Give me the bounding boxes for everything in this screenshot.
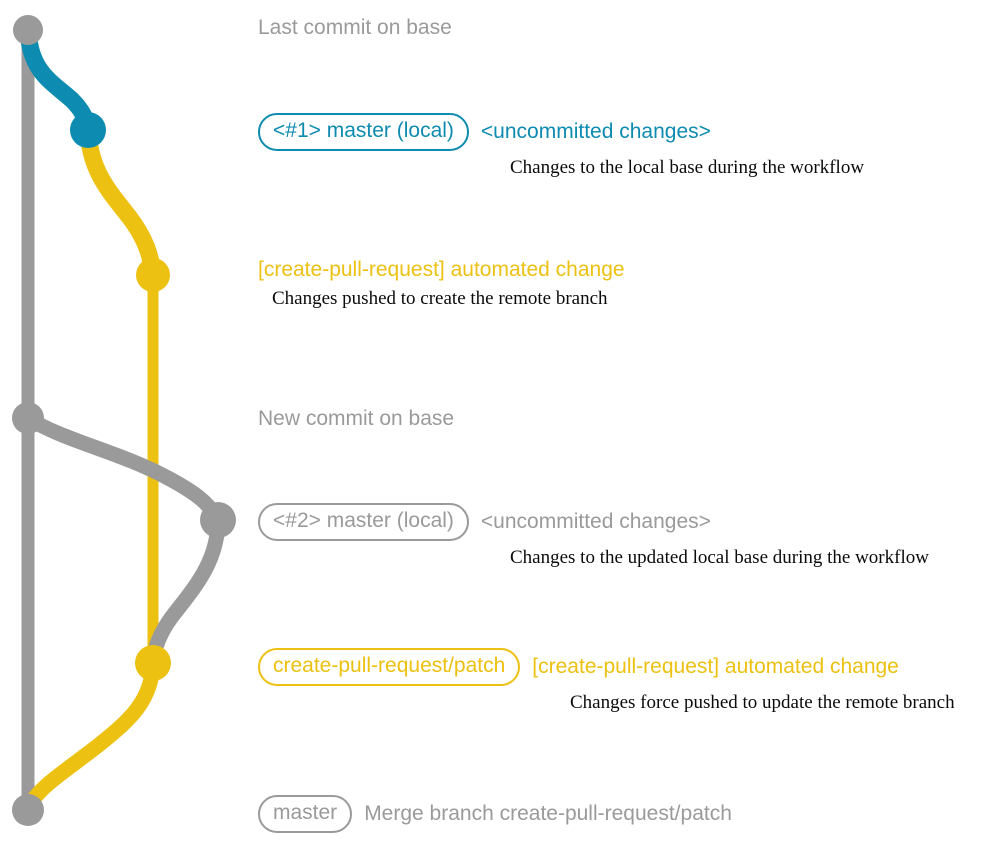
commit-headline-row: [create-pull-request] automated change xyxy=(258,258,625,282)
patch-merge-line xyxy=(20,655,161,818)
commit-headline-row: master Merge branch create-pull-request/… xyxy=(258,795,732,833)
branch-badge-master-local-1[interactable]: <#1> master (local) xyxy=(258,113,469,151)
commit-entry-patch-create: [create-pull-request] automated change C… xyxy=(258,258,625,310)
commit-message-local-1: <uncommitted changes> xyxy=(480,120,711,143)
last-commit-on-base-text: Last commit on base xyxy=(258,16,452,39)
commit-description-local-2: Changes to the updated local base during… xyxy=(510,547,929,568)
commit-entry-local-2: <#2> master (local) <uncommitted changes… xyxy=(258,503,929,569)
commit-entry-master-merge: master Merge branch create-pull-request/… xyxy=(258,795,732,833)
node-local-1 xyxy=(70,112,106,148)
patch-branch-line-create xyxy=(79,121,162,284)
commit-entry-local-1: <#1> master (local) <uncommitted changes… xyxy=(258,113,864,179)
commit-headline-row: <#2> master (local) <uncommitted changes… xyxy=(258,503,929,541)
branch-badge-master-local-2[interactable]: <#2> master (local) xyxy=(258,503,469,541)
node-base-new xyxy=(12,402,44,434)
node-patch-create xyxy=(136,258,170,292)
commit-message-local-2: <uncommitted changes> xyxy=(480,510,711,533)
commit-message-patch-create: [create-pull-request] automated change xyxy=(258,258,625,281)
local-branch-line-2 xyxy=(20,410,226,528)
node-master-merge xyxy=(12,794,44,826)
node-patch-update xyxy=(135,645,171,681)
commit-headline-row: create-pull-request/patch [create-pull-r… xyxy=(258,648,955,686)
node-local-2 xyxy=(200,502,236,538)
commit-message-patch-update: [create-pull-request] automated change xyxy=(532,655,899,678)
commit-description-local-1: Changes to the local base during the wor… xyxy=(510,157,865,178)
branch-badge-master[interactable]: master xyxy=(258,795,353,833)
branch-badge-create-pull-request-patch[interactable]: create-pull-request/patch xyxy=(258,648,521,686)
new-commit-on-base-text: New commit on base xyxy=(258,407,455,430)
commit-description-patch-update: Changes force pushed to update the remot… xyxy=(570,692,955,713)
commit-entry-patch-update: create-pull-request/patch [create-pull-r… xyxy=(258,648,955,714)
label-new-commit-on-base: New commit on base xyxy=(258,407,454,431)
commit-message-master-merge: Merge branch create-pull-request/patch xyxy=(364,802,732,825)
commit-description-patch-create: Changes pushed to create the remote bran… xyxy=(272,288,608,309)
node-base-head xyxy=(13,15,43,45)
label-last-commit-on-base: Last commit on base xyxy=(258,16,452,40)
commit-headline-row: <#1> master (local) <uncommitted changes… xyxy=(258,113,864,151)
